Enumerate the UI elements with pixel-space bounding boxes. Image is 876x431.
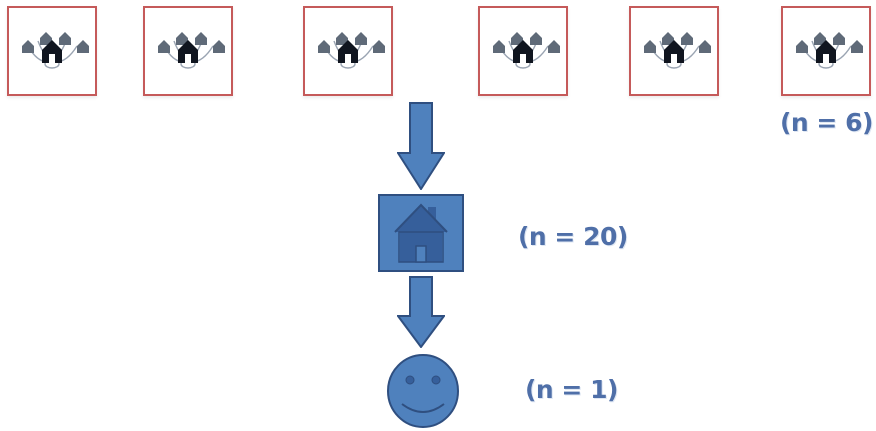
house-icon bbox=[378, 194, 464, 272]
down-arrow-icon bbox=[397, 102, 445, 190]
individual-count-label: (n = 1) bbox=[525, 375, 618, 404]
house-network-icon bbox=[644, 32, 711, 69]
house-network-icon bbox=[22, 32, 89, 69]
network-tile-3 bbox=[303, 6, 393, 96]
households-count-label: (n = 20) bbox=[518, 222, 628, 251]
network-tile-1 bbox=[7, 6, 97, 96]
house-network-icon bbox=[158, 32, 225, 69]
network-tile-4 bbox=[478, 6, 568, 96]
network-tile-5 bbox=[629, 6, 719, 96]
down-arrow-icon bbox=[397, 276, 445, 348]
house-network-icon bbox=[796, 32, 863, 69]
network-tile-6 bbox=[781, 6, 871, 96]
networks-count-label: (n = 6) bbox=[780, 108, 873, 137]
network-tile-2 bbox=[143, 6, 233, 96]
house-network-icon bbox=[493, 32, 560, 69]
house-network-icon bbox=[318, 32, 385, 69]
smiley-face-icon bbox=[387, 354, 459, 428]
